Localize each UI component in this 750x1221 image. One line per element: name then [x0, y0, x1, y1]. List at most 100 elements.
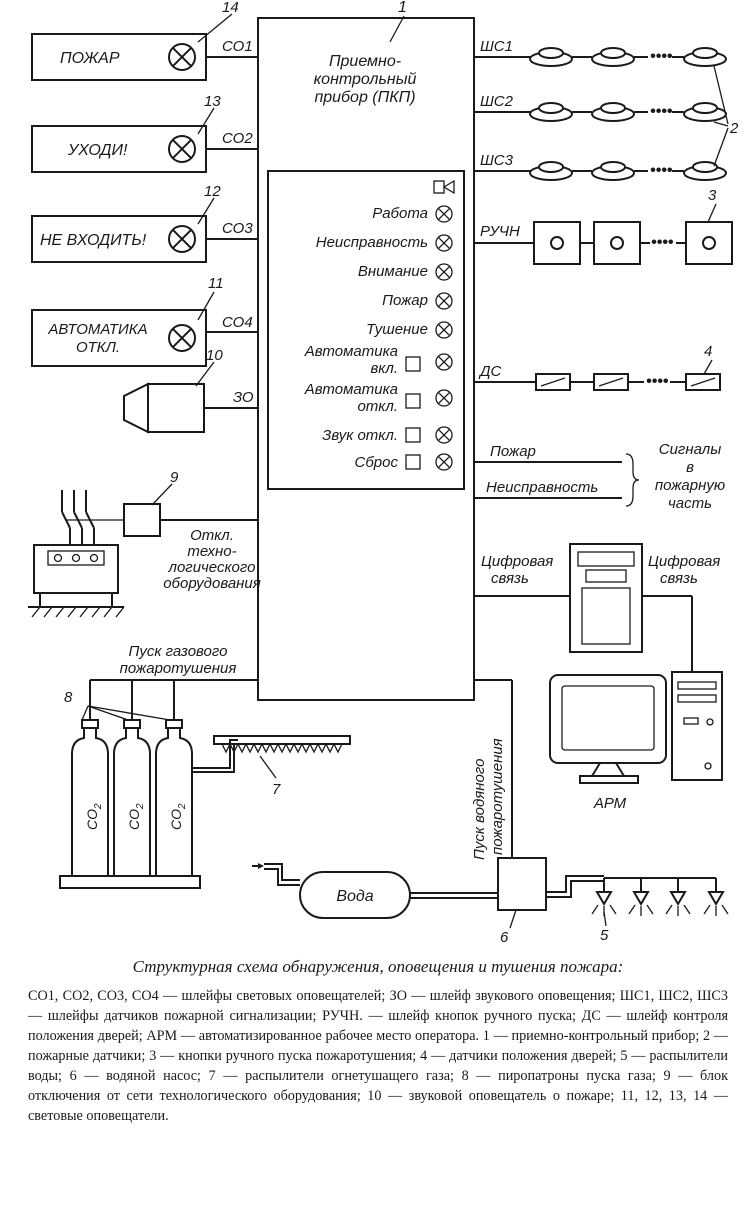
gas-label-2: пожаротушения: [120, 660, 237, 677]
label-13: 13: [204, 93, 221, 110]
label-1: 1: [398, 0, 407, 16]
button-square: [405, 356, 421, 372]
digital-right-1: Цифровая: [648, 553, 720, 570]
label-10: 10: [206, 347, 223, 364]
indicator-label-avto-vkl-1: Автоматика: [304, 343, 398, 360]
lamp-icon: [435, 321, 453, 339]
indicator-zvuk-otkl: Звук откл.: [322, 426, 453, 444]
co2-label: CO2: [84, 803, 104, 830]
co2-cylinder: CO2: [155, 727, 193, 877]
lamp-icon: [168, 225, 196, 253]
svg-text:••••: ••••: [646, 373, 669, 390]
speaker-icon: [433, 179, 455, 195]
indicator-label-neispravnost: Неисправность: [316, 234, 428, 251]
button-square: [405, 393, 421, 409]
panel-title-1: Приемно-: [329, 53, 401, 70]
light-box-uhodi: УХОДИ! СО2 13: [31, 93, 258, 173]
loop-ruchn: РУЧН: [480, 223, 520, 240]
loop-co1: СО1: [222, 38, 253, 55]
indicator-label-sbros: Сброс: [355, 454, 399, 471]
computer-monitor-icon: [549, 674, 667, 784]
label-8: 8: [64, 689, 73, 706]
cylinder-stand: [59, 875, 201, 889]
tech-equipment-block: 9 Откл. техно- логического оборудования: [28, 469, 261, 618]
loop-shs2: ШС2: [480, 93, 514, 110]
lamp-icon: [435, 292, 453, 310]
svg-text:••••: ••••: [650, 48, 673, 65]
loop-ds: ДС: [478, 363, 502, 380]
light-box-avtomatika-label-2: ОТКЛ.: [76, 339, 120, 356]
panel-title-2: контрольный: [314, 71, 417, 88]
label-4: 4: [704, 343, 712, 360]
caption-body: СО1, СО2, СО3, СО4 — шлейфы световых опо…: [28, 988, 728, 1124]
detector-loops: ШС1 ШС2 ШС3 •••• •••• •••• 2: [474, 38, 739, 181]
manual-buttons: РУЧН •••• 3: [474, 187, 733, 265]
figure-caption: Структурная схема обнаружения, оповещени…: [28, 957, 728, 1126]
light-box-pozhar: ПОЖАР СО1 14: [31, 0, 258, 81]
indicator-panel: [267, 170, 465, 490]
water-pump-6: [497, 857, 547, 911]
light-box-avtomatika: АВТОМАТИКА ОТКЛ. СО4 11: [31, 275, 258, 367]
signal-pozhar: Пожар: [490, 443, 536, 460]
loop-shs3: ШС3: [480, 152, 514, 169]
lamp-icon: [435, 426, 453, 444]
tech-label-4: оборудования: [163, 575, 261, 592]
indicator-vnimanie: Внимание: [358, 263, 453, 281]
indicator-sbros: Сброс: [355, 453, 453, 471]
label-2: 2: [729, 120, 739, 137]
indicator-label-rabota: Работа: [372, 205, 428, 222]
digital-left-1: Цифровая: [481, 553, 553, 570]
server-icon: [569, 543, 643, 653]
indicator-label-avto-vkl-2: вкл.: [370, 360, 398, 377]
indicator-avto-vkl: Автоматика вкл.: [304, 343, 453, 377]
water-extinguishing: Пуск водяного пожаротушения Вода 6: [252, 679, 729, 946]
signal-target-2: в: [686, 459, 694, 476]
fire-system-diagram: 1 Приемно- контрольный прибор (ПКП) Рабо…: [28, 0, 739, 946]
label-11: 11: [208, 275, 224, 292]
indicator-pozhar: Пожар: [382, 292, 453, 310]
label-12: 12: [204, 183, 221, 200]
indicator-avto-otkl: Автоматика откл.: [304, 381, 453, 415]
water-sprinkler-5: [665, 891, 691, 916]
signal-target-4: часть: [668, 495, 712, 512]
door-sensors: ДС •••• 4: [474, 343, 721, 391]
pyro-cartridge-8: [165, 719, 183, 729]
indicator-neispravnost: Неисправность: [316, 234, 453, 252]
signal-target-3: пожарную: [655, 477, 725, 494]
caption-title: Структурная схема обнаружения, оповещени…: [132, 957, 624, 976]
indicator-label-tushenie: Тушение: [366, 321, 428, 338]
light-box-ne-vhodit: НЕ ВХОДИТЬ! СО3 12: [31, 183, 258, 263]
svg-text:••••: ••••: [650, 162, 673, 179]
tank-label: Вода: [336, 888, 373, 905]
label-5: 5: [600, 927, 609, 944]
digital-right-2: связь: [660, 570, 698, 587]
loop-co2: СО2: [222, 130, 253, 147]
water-label-1: Пуск водяного: [471, 759, 488, 860]
computer-tower-icon: [671, 671, 723, 781]
digital-left-2: связь: [491, 570, 529, 587]
lamp-icon: [435, 234, 453, 252]
indicator-label-vnimanie: Внимание: [358, 263, 428, 280]
lamp-icon: [168, 324, 196, 352]
pyro-cartridge-8: [81, 719, 99, 729]
loop-shs1: ШС1: [480, 38, 513, 55]
label-14: 14: [222, 0, 239, 16]
label-9: 9: [170, 469, 179, 486]
water-sprinkler-5: [703, 891, 729, 916]
lamp-icon: [168, 43, 196, 71]
tech-label-2: техно-: [187, 543, 236, 560]
gas-extinguishing: Пуск газового пожаротушения 8 CO2 CO2 CO…: [59, 643, 351, 889]
lamp-icon: [435, 353, 453, 371]
disconnect-unit-9: [123, 503, 161, 537]
indicator-rabota: Работа: [372, 205, 453, 223]
indicator-tushenie: Тушение: [366, 321, 453, 339]
light-box-ne-vhodit-label: НЕ ВХОДИТЬ!: [40, 232, 147, 249]
pyro-cartridge-8: [123, 719, 141, 729]
lamp-icon: [435, 453, 453, 471]
control-panel: [257, 17, 475, 701]
sound-annunciator: ЗО 10: [123, 347, 258, 434]
button-square: [405, 454, 421, 470]
tech-label-3: логического: [168, 559, 256, 576]
signal-neispravnost: Неисправность: [486, 479, 598, 496]
lamp-icon: [435, 263, 453, 281]
